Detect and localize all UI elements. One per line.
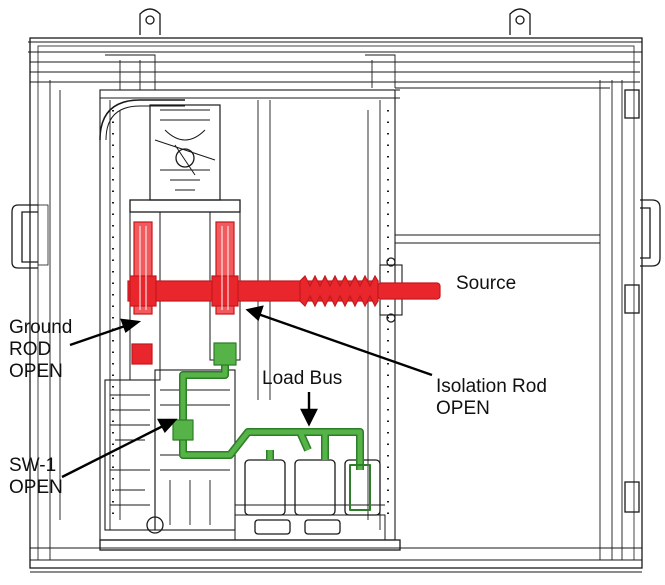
arrow-ground-head: [120, 318, 142, 333]
ground-rod-label-line-2: ROD: [9, 339, 52, 360]
load-insulator-1: [244, 459, 286, 516]
breaker-assembly: [154, 369, 236, 531]
operator-base-plate: [129, 199, 241, 213]
isolation-rod-label: Isolation Rod OPEN: [436, 376, 547, 420]
load-insulator-2: [294, 459, 336, 516]
red-flange-right: [211, 275, 239, 307]
base-rails: [30, 547, 642, 573]
load-insulator-base: [234, 504, 386, 541]
arrow-isolation-head: [245, 305, 264, 322]
load-bus-label: Load Bus: [262, 368, 343, 389]
arrow-ground-line: [69, 323, 129, 347]
top-right-bracket: [365, 54, 396, 88]
red-flange-left: [129, 275, 157, 307]
operator-gear: [175, 148, 195, 168]
hinge-right-1: [624, 89, 640, 119]
sw1-details: [110, 394, 150, 506]
green-contact-sw1: [172, 419, 194, 441]
isolation-rod-label-line-1: Isolation Rod: [436, 376, 547, 397]
ground-rod-label-line-1: Ground: [9, 317, 73, 338]
side-handle-right: [640, 199, 661, 267]
arrow-sw1-head: [156, 418, 178, 434]
load-path: [172, 342, 371, 511]
red-bushing-tip: [377, 282, 441, 300]
sw1-label-line-2: OPEN: [9, 477, 63, 498]
red-ground-stub: [131, 343, 153, 365]
red-bushing-bellows: [299, 274, 379, 308]
ground-rod-label: Ground ROD OPEN: [9, 317, 72, 383]
cable-conduit-inner: [105, 105, 185, 141]
load-base-cutout-2: [304, 519, 341, 535]
green-contact-top: [213, 342, 237, 366]
arrow-loadbus-head: [300, 408, 318, 427]
operator-details: [154, 109, 216, 191]
right-side-lines: [599, 80, 623, 560]
top-rail: [28, 41, 642, 83]
lifting-eye-right: [509, 8, 531, 35]
operator-mechanism: [149, 104, 221, 201]
sw1-label-line-1: SW-1: [9, 455, 57, 476]
energized-path: [127, 221, 441, 365]
red-highlight-lines: [139, 226, 229, 310]
lifting-eye-left: [139, 8, 161, 35]
lifting-eye-left-hole: [145, 15, 155, 25]
isolation-rod-label-line-2: OPEN: [436, 398, 490, 419]
source-label: Source: [456, 273, 517, 294]
sw1-label: SW-1 OPEN: [9, 455, 63, 499]
top-left-bracket: [105, 54, 156, 90]
left-side-lines: [49, 80, 61, 560]
load-base-cutout-1: [254, 519, 291, 535]
mid-rail-right: [395, 234, 600, 244]
side-panel-left: [37, 204, 49, 266]
cable-conduit: [99, 99, 185, 141]
lifting-eye-right-hole: [515, 15, 525, 25]
hinge-right-3: [624, 481, 640, 513]
arrow-sw1-line: [61, 423, 166, 479]
bushing-bolt-bottom: [386, 313, 396, 323]
ground-rod-label-line-3: OPEN: [9, 361, 63, 382]
arrow-isolation-line: [257, 312, 433, 377]
green-conductor: [180, 345, 363, 470]
cabinet-frame: [29, 37, 643, 569]
green-terminal: [349, 464, 371, 511]
bushing-bolt-top: [386, 257, 396, 267]
side-handle-left: [11, 204, 38, 269]
hinge-right-2: [624, 284, 640, 314]
compartment-verticals: [109, 100, 381, 530]
